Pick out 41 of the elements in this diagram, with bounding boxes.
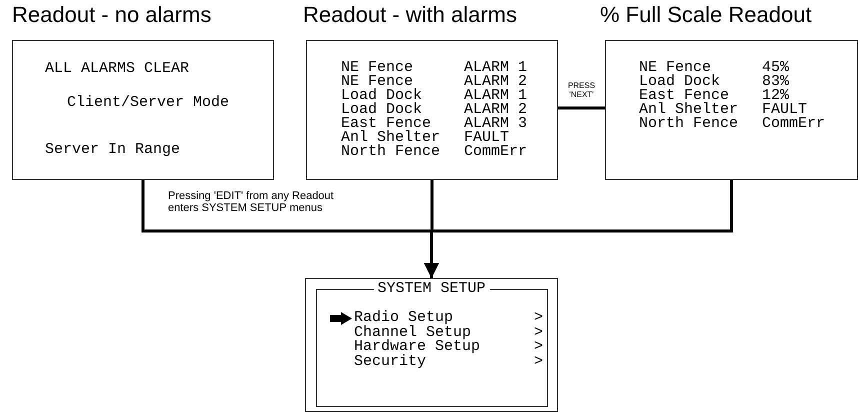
display-text: ALARM 2 [464, 103, 528, 117]
display-text: FAULT [762, 103, 808, 117]
display-text: North Fence [341, 145, 440, 159]
menu-item: Radio Setup [354, 311, 454, 325]
display-text: Load Dock [341, 89, 422, 103]
display-text: East Fence [341, 117, 432, 131]
display-text: East Fence [639, 89, 730, 103]
menu-item: Hardware Setup [354, 340, 480, 354]
panel-title: % Full Scale Readout [600, 2, 812, 28]
submenu-indicator: > [534, 354, 544, 368]
display-text: ALARM 3 [464, 117, 528, 131]
connector-line [558, 106, 605, 110]
display-text: ALARM 1 [464, 61, 528, 75]
display-text: North Fence [639, 117, 738, 131]
display-text: FAULT [464, 131, 510, 145]
display-text: NE Fence [639, 61, 712, 75]
display-text: 83% [762, 75, 790, 89]
note-text: Pressing 'EDIT' from any Readout enters SYSTEM SETUP menus [168, 190, 335, 214]
display-text: Client/Server Mode [67, 95, 230, 111]
display-text: NE Fence [341, 75, 414, 89]
display-text: Anl Shelter [639, 103, 738, 117]
panel-title: Readout - with alarms [303, 2, 517, 28]
menu-item: Channel Setup [354, 326, 472, 340]
display-text: ALARM 2 [464, 75, 528, 89]
display-text: CommErr [464, 145, 528, 159]
connector-line [424, 180, 733, 278]
display-text: ALL ALARMS CLEAR [45, 61, 190, 77]
display-text: Server In Range [45, 142, 180, 158]
display-text: Load Dock [341, 103, 422, 117]
display-text: Load Dock [639, 75, 720, 89]
display-text: NE Fence [341, 61, 414, 75]
panel-title: Readout - no alarms [12, 2, 212, 28]
submenu-indicator: > [534, 311, 544, 325]
display-text: 45% [762, 61, 790, 75]
display-text: Anl Shelter [341, 131, 440, 145]
display-text: 12% [762, 89, 790, 103]
display-text: ALARM 1 [464, 89, 528, 103]
submenu-indicator: > [534, 326, 544, 340]
menu-item: Security [354, 354, 426, 368]
display-text: CommErr [762, 117, 826, 131]
submenu-indicator: > [534, 340, 544, 354]
